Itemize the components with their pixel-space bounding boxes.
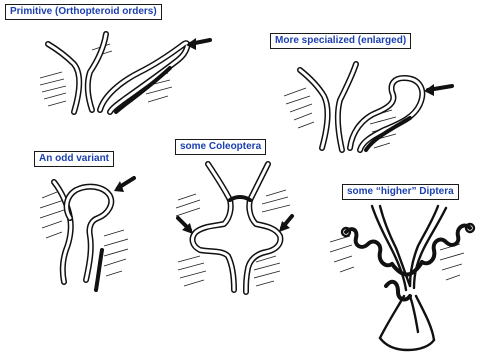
diptera-fold <box>342 206 474 350</box>
specialized-fold <box>300 64 422 150</box>
odd-variant-fold <box>54 182 111 290</box>
odd-variant-arrow <box>114 178 134 192</box>
coleoptera-diagram <box>176 164 292 292</box>
odd-variant-diagram <box>40 178 134 290</box>
diptera-diagram <box>330 206 474 350</box>
primitive-diagram <box>40 34 210 112</box>
odd-variant-hatching <box>40 190 128 276</box>
specialized-arrow <box>424 84 452 96</box>
coleoptera-arrow-right <box>279 216 292 232</box>
coleoptera-fold <box>193 164 281 292</box>
coleoptera-arrow-left <box>178 218 193 234</box>
primitive-fold <box>48 34 187 112</box>
specialized-diagram <box>284 64 452 150</box>
